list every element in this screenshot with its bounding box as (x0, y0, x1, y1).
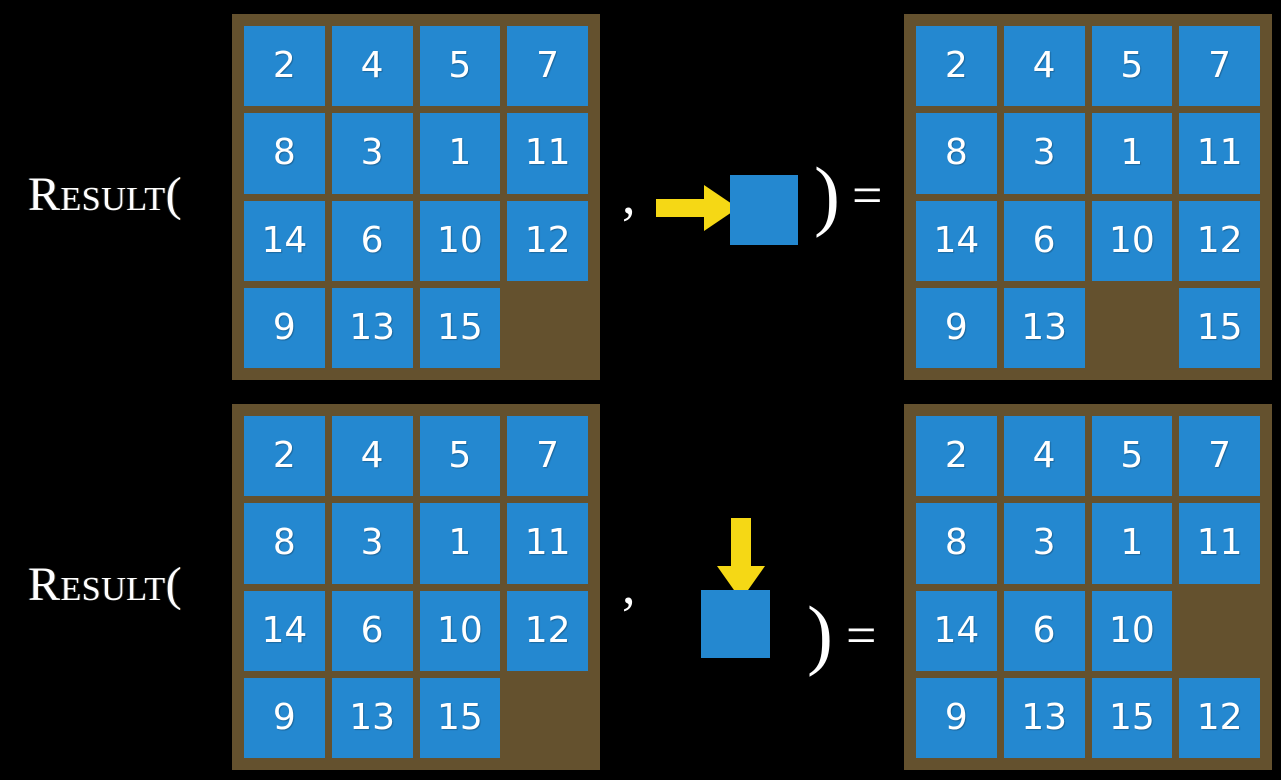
empty-tile-slot[interactable] (1092, 288, 1173, 368)
tile[interactable]: 2 (244, 26, 325, 107)
move-target-blank-square (701, 590, 770, 658)
tile[interactable]: 9 (244, 287, 325, 368)
tile[interactable]: 8 (916, 503, 997, 584)
tile[interactable]: 3 (1003, 503, 1085, 584)
empty-tile-slot[interactable] (507, 678, 588, 758)
tile[interactable]: 11 (1179, 503, 1260, 584)
tile[interactable]: 4 (331, 416, 413, 497)
tile[interactable]: 9 (916, 677, 997, 758)
tile[interactable]: 11 (1179, 113, 1260, 194)
tile[interactable]: 3 (331, 503, 413, 584)
equation-row-right-move: Result( 2 4 5 7 8 3 1 11 14 6 10 12 9 13… (28, 0, 1272, 390)
argument-separator-comma: , (622, 555, 636, 615)
tile[interactable]: 5 (1091, 416, 1173, 497)
tile[interactable]: 6 (331, 200, 413, 281)
equals-sign-2: = (846, 605, 877, 665)
tile[interactable]: 1 (419, 113, 501, 194)
tile[interactable]: 7 (507, 416, 588, 497)
tile[interactable]: 12 (507, 200, 588, 281)
tile[interactable]: 11 (507, 503, 588, 584)
tile[interactable]: 8 (244, 503, 325, 584)
tile[interactable]: 3 (1003, 113, 1085, 194)
result-function-label-2: Result( (28, 558, 183, 611)
arrow-down-icon (717, 518, 765, 600)
tile[interactable]: 9 (244, 677, 325, 758)
tile[interactable]: 15 (1091, 677, 1173, 758)
tile[interactable]: 13 (331, 677, 413, 758)
tile[interactable]: 1 (1091, 113, 1173, 194)
tile[interactable]: 10 (419, 590, 501, 671)
input-board-2[interactable]: 2 4 5 7 8 3 1 11 14 6 10 12 9 13 15 (232, 404, 600, 770)
output-board-2[interactable]: 2 4 5 7 8 3 1 11 14 6 10 9 13 15 12 (904, 404, 1272, 770)
tile[interactable]: 8 (244, 113, 325, 194)
tile[interactable]: 7 (1179, 26, 1260, 107)
tile[interactable]: 13 (1003, 677, 1085, 758)
tile[interactable]: 15 (1179, 287, 1260, 368)
tile[interactable]: 2 (244, 416, 325, 497)
input-board-1-grid: 2 4 5 7 8 3 1 11 14 6 10 12 9 13 15 (244, 26, 588, 368)
arrow-right-icon (656, 185, 738, 231)
output-board-1[interactable]: 2 4 5 7 8 3 1 11 14 6 10 12 9 13 15 (904, 14, 1272, 380)
empty-tile-slot[interactable] (1179, 591, 1260, 671)
tile[interactable]: 14 (916, 200, 997, 281)
result-function-label-1: Result( (28, 168, 183, 221)
tile[interactable]: 2 (916, 26, 997, 107)
empty-tile-slot[interactable] (507, 288, 588, 368)
tile[interactable]: 3 (331, 113, 413, 194)
tile[interactable]: 5 (1091, 26, 1173, 107)
output-board-1-grid: 2 4 5 7 8 3 1 11 14 6 10 12 9 13 15 (916, 26, 1260, 368)
input-board-1[interactable]: 2 4 5 7 8 3 1 11 14 6 10 12 9 13 15 (232, 14, 600, 380)
tile[interactable]: 4 (1003, 416, 1085, 497)
equation-row-down-move: Result( 2 4 5 7 8 3 1 11 14 6 10 12 9 13… (0, 390, 1281, 780)
move-target-blank-square (730, 175, 798, 245)
tile[interactable]: 14 (244, 200, 325, 281)
tile[interactable]: 15 (419, 287, 501, 368)
tile[interactable]: 15 (419, 677, 501, 758)
equals-sign-1: = (852, 165, 883, 225)
tile[interactable]: 7 (1179, 416, 1260, 497)
tile[interactable]: 13 (331, 287, 413, 368)
tile[interactable]: 8 (916, 113, 997, 194)
tile[interactable]: 10 (1091, 590, 1173, 671)
tile[interactable]: 12 (507, 590, 588, 671)
tile[interactable]: 14 (244, 590, 325, 671)
tile[interactable]: 6 (331, 590, 413, 671)
close-paren-1: ) (814, 151, 840, 238)
tile[interactable]: 13 (1003, 287, 1085, 368)
tile[interactable]: 1 (1091, 503, 1173, 584)
tile[interactable]: 6 (1003, 200, 1085, 281)
operator-area-2: , ) = (600, 390, 904, 780)
tile[interactable]: 12 (1179, 200, 1260, 281)
tile[interactable]: 12 (1179, 677, 1260, 758)
output-board-2-grid: 2 4 5 7 8 3 1 11 14 6 10 9 13 15 12 (916, 416, 1260, 758)
tile[interactable]: 7 (507, 26, 588, 107)
operator-area-1: , ) = (600, 0, 904, 390)
tile[interactable]: 2 (916, 416, 997, 497)
tile[interactable]: 9 (916, 287, 997, 368)
argument-separator-comma: , (622, 165, 636, 225)
tile[interactable]: 5 (419, 416, 501, 497)
tile[interactable]: 6 (1003, 590, 1085, 671)
tile[interactable]: 10 (419, 200, 501, 281)
input-board-2-grid: 2 4 5 7 8 3 1 11 14 6 10 12 9 13 15 (244, 416, 588, 758)
tile[interactable]: 11 (507, 113, 588, 194)
tile[interactable]: 14 (916, 590, 997, 671)
tile[interactable]: 5 (419, 26, 501, 107)
tile[interactable]: 4 (1003, 26, 1085, 107)
tile[interactable]: 1 (419, 503, 501, 584)
tile[interactable]: 4 (331, 26, 413, 107)
close-paren-2: ) (807, 590, 833, 677)
tile[interactable]: 10 (1091, 200, 1173, 281)
